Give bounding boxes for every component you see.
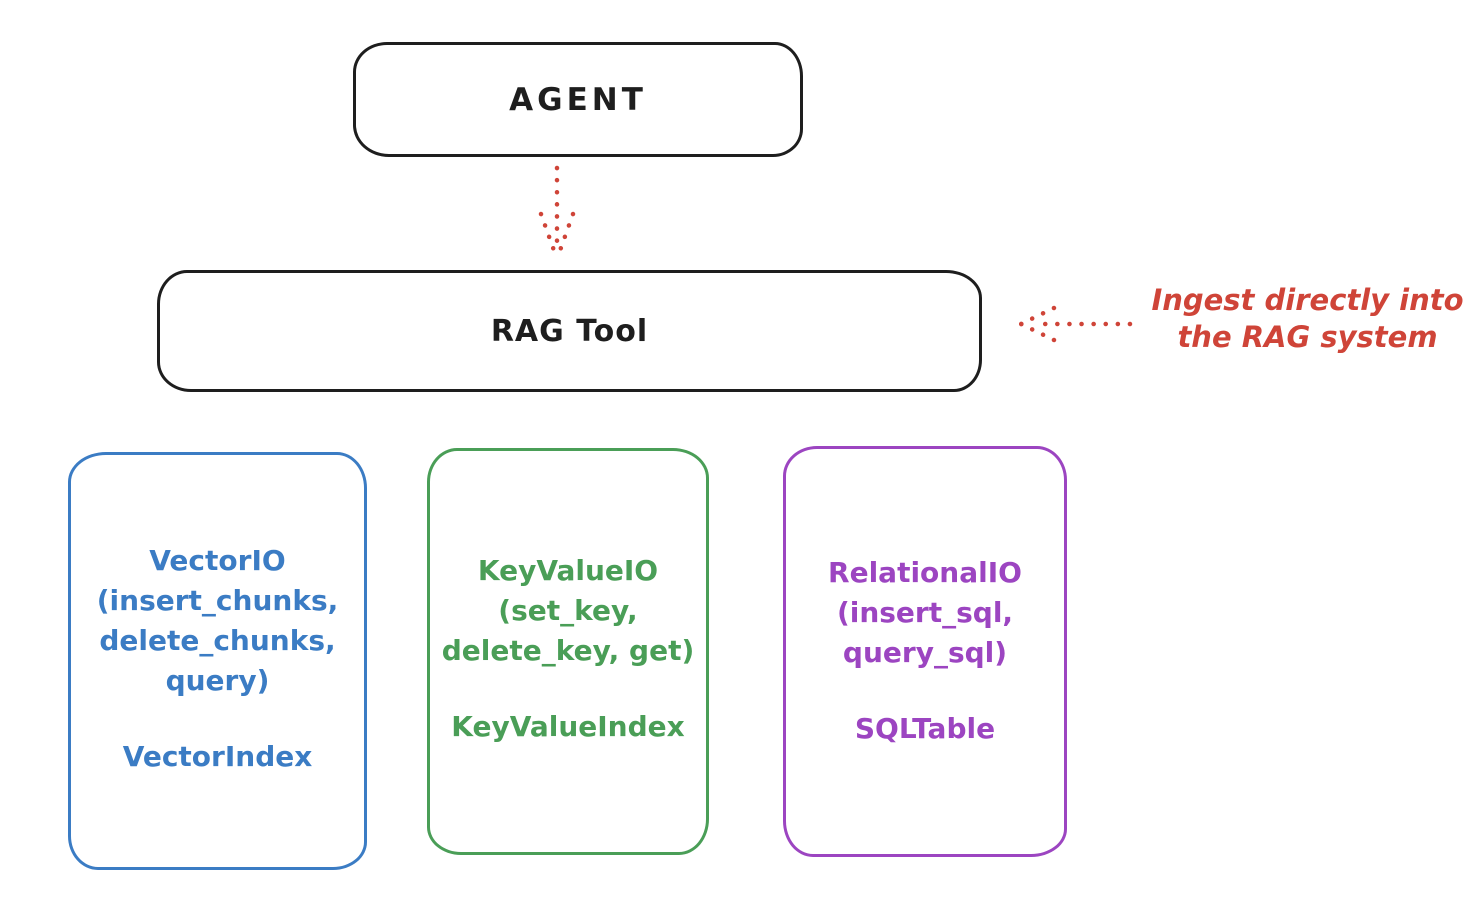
agent-node-label: AGENT: [509, 81, 647, 118]
dotted-left-arrow-icon: [1018, 305, 1133, 343]
ingest-annotation-line1: Ingest directly into: [1151, 283, 1464, 317]
ingest-annotation-line2: the RAG system: [1177, 320, 1438, 354]
relational-io-title: RelationalIO: [828, 556, 1022, 589]
rag-tool-node-label: RAG Tool: [490, 313, 649, 349]
vector-io-node: VectorIO (insert_chunks, delete_chunks, …: [68, 452, 367, 870]
key-value-index-label: KeyValueIndex: [451, 710, 685, 743]
vector-io-methods-line2: delete_chunks,: [99, 624, 336, 657]
vector-io-methods-line1: (insert_chunks,: [96, 584, 339, 617]
vector-io-methods-line3: query): [165, 664, 270, 697]
ingest-annotation: Ingest directly into the RAG system: [1135, 282, 1480, 356]
relational-io-methods-line2: query_sql): [842, 636, 1008, 669]
key-value-io-methods-line2: delete_key, get): [441, 634, 695, 667]
key-value-io-methods-line1: (set_key,: [498, 594, 638, 627]
vector-index-label: VectorIndex: [122, 740, 313, 773]
dotted-down-arrow-icon: [538, 165, 576, 262]
sql-table-label: SQLTable: [854, 712, 996, 745]
rag-tool-node: RAG Tool: [157, 270, 982, 392]
relational-io-methods-line1: (insert_sql,: [836, 596, 1014, 629]
agent-node: AGENT: [353, 42, 803, 157]
key-value-io-title: KeyValueIO: [477, 554, 659, 587]
relational-io-node: RelationalIO (insert_sql, query_sql) SQL…: [783, 446, 1067, 857]
vector-io-title: VectorIO: [149, 544, 286, 577]
key-value-io-node: KeyValueIO (set_key, delete_key, get) Ke…: [427, 448, 709, 855]
